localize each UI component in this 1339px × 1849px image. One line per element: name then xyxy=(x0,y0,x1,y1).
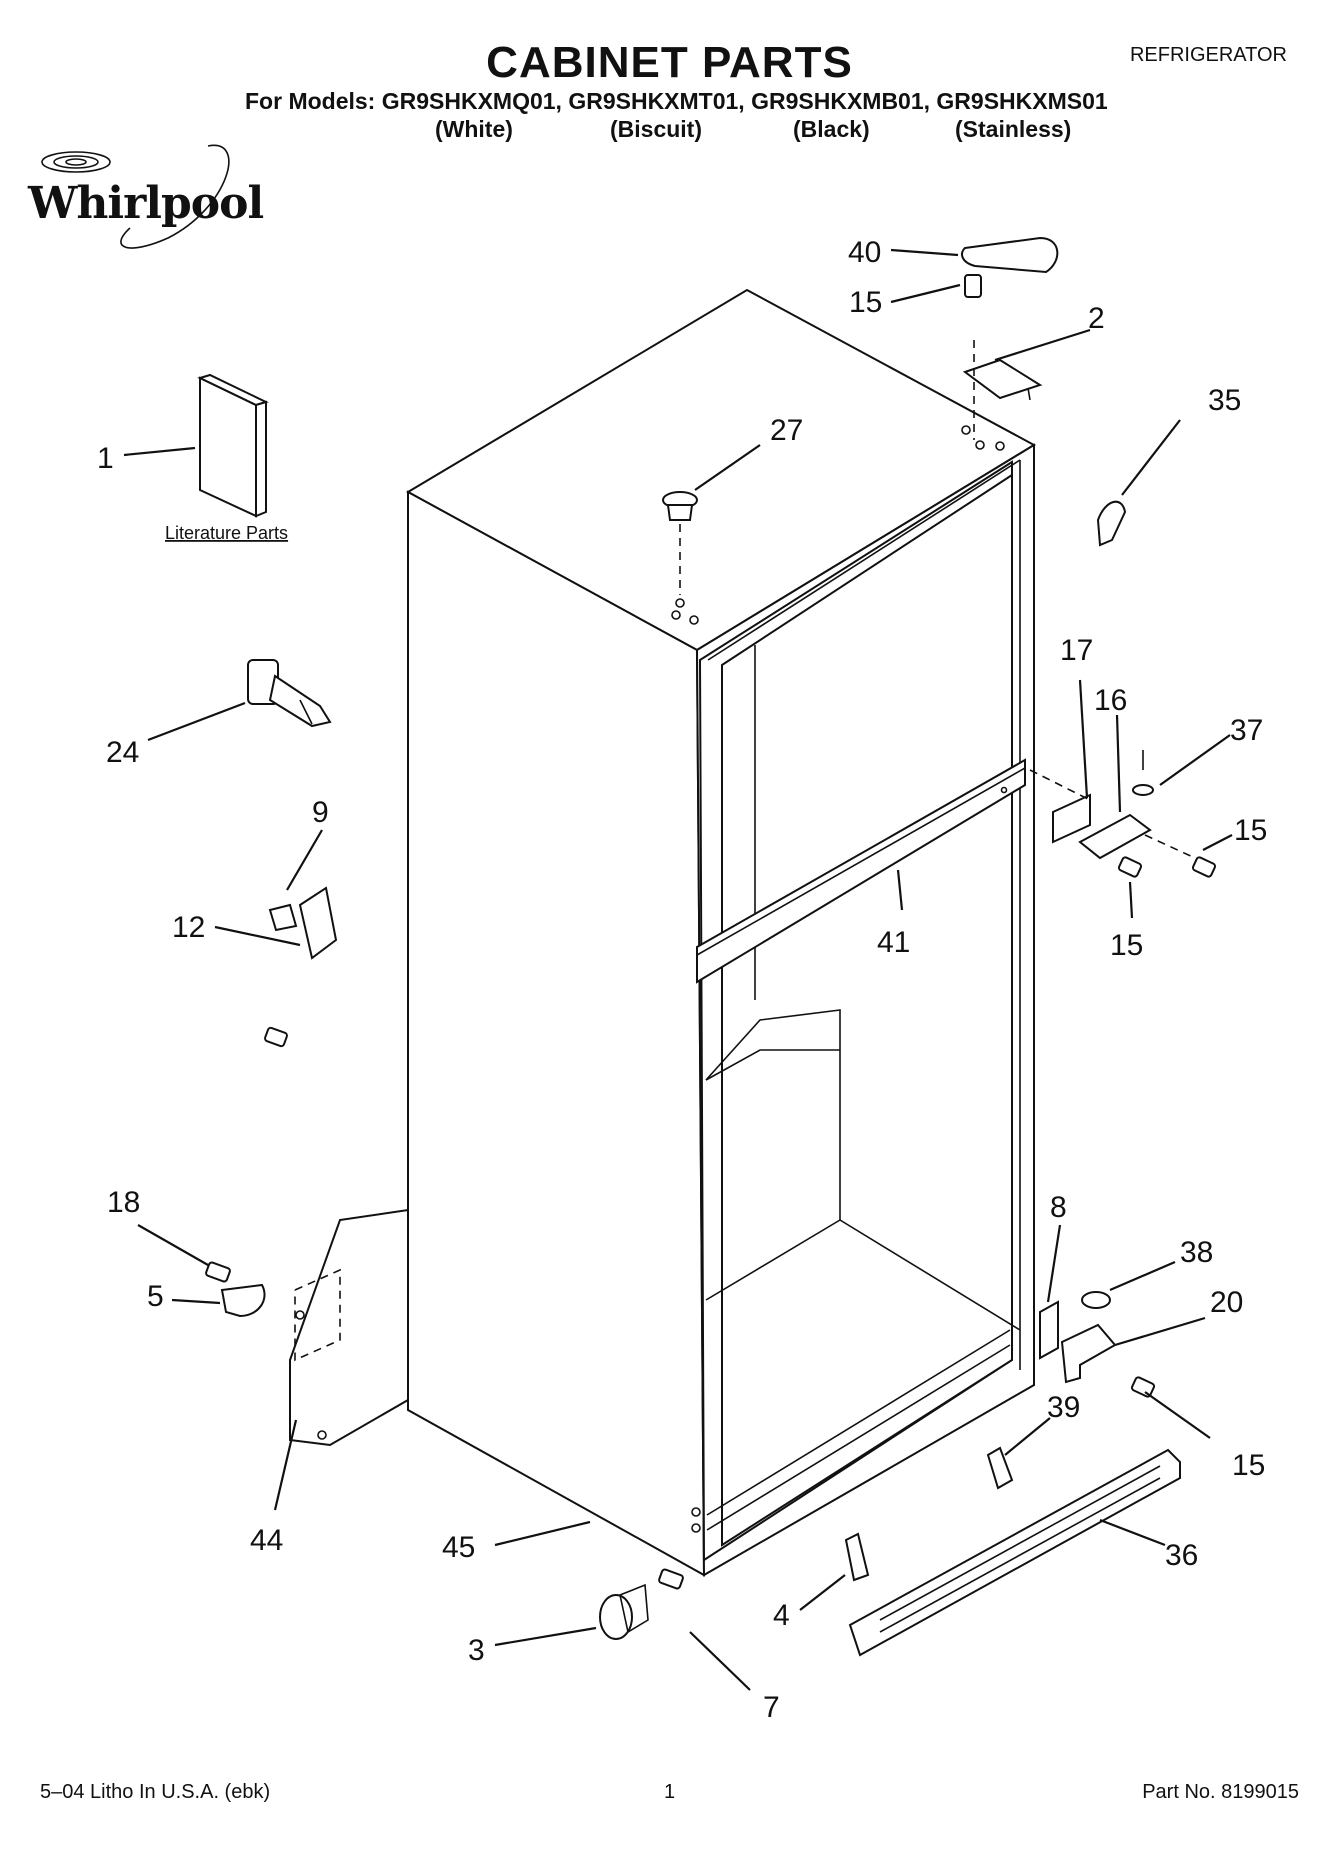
callout-16: 16 xyxy=(1094,684,1127,717)
callout-37: 37 xyxy=(1230,714,1263,747)
finish-black: (Black) xyxy=(793,116,870,142)
callout-18: 18 xyxy=(107,1186,140,1219)
callout-3: 3 xyxy=(468,1634,485,1667)
leveling-bolt xyxy=(247,659,332,728)
callout-35: 35 xyxy=(1208,384,1241,417)
callout-7: 7 xyxy=(763,1691,780,1724)
screws xyxy=(205,274,1217,1590)
literature-parts-label: Literature Parts xyxy=(165,523,288,543)
callout-15-top: 15 xyxy=(849,286,882,319)
callout-15-bottom: 15 xyxy=(1232,1449,1265,1482)
callout-5: 5 xyxy=(147,1280,164,1313)
callout-41: 41 xyxy=(877,926,910,959)
page-title: CABINET PARTS xyxy=(486,38,853,87)
hinge-shim xyxy=(1039,1300,1059,1360)
callout-40: 40 xyxy=(848,236,881,269)
washer xyxy=(1081,1291,1111,1309)
finish-biscuit: (Biscuit) xyxy=(610,116,702,142)
mullion-bar xyxy=(696,758,1026,984)
literature-book xyxy=(197,373,269,518)
logo-text: Whirlpool xyxy=(28,178,264,229)
finish-white: (White) xyxy=(435,116,513,142)
callout-20: 20 xyxy=(1210,1286,1243,1319)
callout-labels: 1 Literature Parts 40 15 2 35 27 24 9 12… xyxy=(97,236,1267,1724)
grille-clip xyxy=(844,1532,870,1582)
hinge-cover xyxy=(961,236,1059,274)
front-roller xyxy=(599,1583,649,1640)
callout-44: 44 xyxy=(250,1524,283,1557)
part-number: Part No. 8199015 xyxy=(1142,1781,1299,1803)
plug xyxy=(662,491,698,595)
callout-15-mid: 15 xyxy=(1110,929,1143,962)
callout-27: 27 xyxy=(770,414,803,447)
page-number: 1 xyxy=(664,1781,676,1803)
callout-9: 9 xyxy=(312,796,329,829)
callout-2: 2 xyxy=(1088,302,1105,335)
callout-24: 24 xyxy=(106,736,139,769)
appliance-category: REFRIGERATOR xyxy=(1129,44,1287,66)
callout-17: 17 xyxy=(1060,634,1093,667)
callout-15-mid-right: 15 xyxy=(1234,814,1267,847)
finish-stainless: (Stainless) xyxy=(955,116,1072,142)
center-hinge xyxy=(1029,750,1196,860)
cord-clip xyxy=(220,1283,266,1318)
callout-12: 12 xyxy=(172,911,205,944)
grille-bracket xyxy=(986,1446,1014,1490)
callout-39: 39 xyxy=(1047,1391,1080,1424)
top-hinge xyxy=(962,340,1043,440)
logo-swoosh-icon xyxy=(41,144,230,249)
callout-8: 8 xyxy=(1050,1191,1067,1224)
brand-logo: Whirlpool xyxy=(18,138,268,268)
callout-36: 36 xyxy=(1165,1539,1198,1572)
bottom-hinge xyxy=(1060,1323,1117,1384)
callout-1: 1 xyxy=(97,442,114,475)
rear-panel xyxy=(289,1208,409,1447)
callout-45: 45 xyxy=(442,1531,475,1564)
handle-bracket xyxy=(268,886,338,960)
hinge-cap xyxy=(1096,500,1127,547)
callout-38: 38 xyxy=(1180,1236,1213,1269)
callout-4: 4 xyxy=(773,1599,790,1632)
print-info: 5–04 Litho In U.S.A. (ebk) xyxy=(40,1781,271,1803)
model-list: For Models: GR9SHKXMQ01, GR9SHKXMT01, GR… xyxy=(245,88,1108,114)
cabinet-body xyxy=(405,288,1037,1577)
leader-lines xyxy=(123,248,1233,1691)
base-grille xyxy=(848,1448,1181,1657)
